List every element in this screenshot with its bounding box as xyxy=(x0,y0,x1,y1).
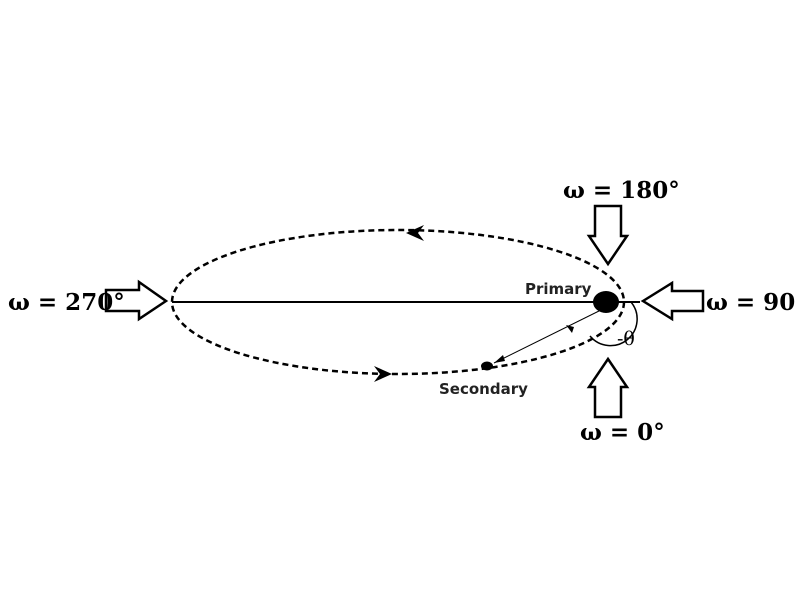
label-secondary: Secondary xyxy=(439,380,528,398)
theta-arc-arrowhead xyxy=(566,325,574,333)
secondary-body xyxy=(481,361,493,371)
label-omega-0: ω = 0° xyxy=(580,419,665,446)
arrow-omega-270 xyxy=(104,279,169,322)
label-theta: -θ xyxy=(617,328,635,350)
label-omega-270: ω = 270° xyxy=(8,289,125,316)
label-primary: Primary xyxy=(525,280,592,298)
radius-arrowhead xyxy=(494,355,505,363)
primary-body xyxy=(593,291,619,313)
radius-line xyxy=(493,308,604,364)
orbit-direction-arrow-top xyxy=(406,225,424,241)
arrow-omega-180 xyxy=(586,204,630,267)
theta-angle-arc xyxy=(589,301,638,347)
arrow-omega-90 xyxy=(640,280,705,322)
orbit-direction-arrow-bottom xyxy=(374,366,392,382)
label-omega-180: ω = 180° xyxy=(563,177,680,204)
label-omega-90: ω = 90° xyxy=(706,289,795,316)
arrow-omega-0 xyxy=(586,356,630,419)
